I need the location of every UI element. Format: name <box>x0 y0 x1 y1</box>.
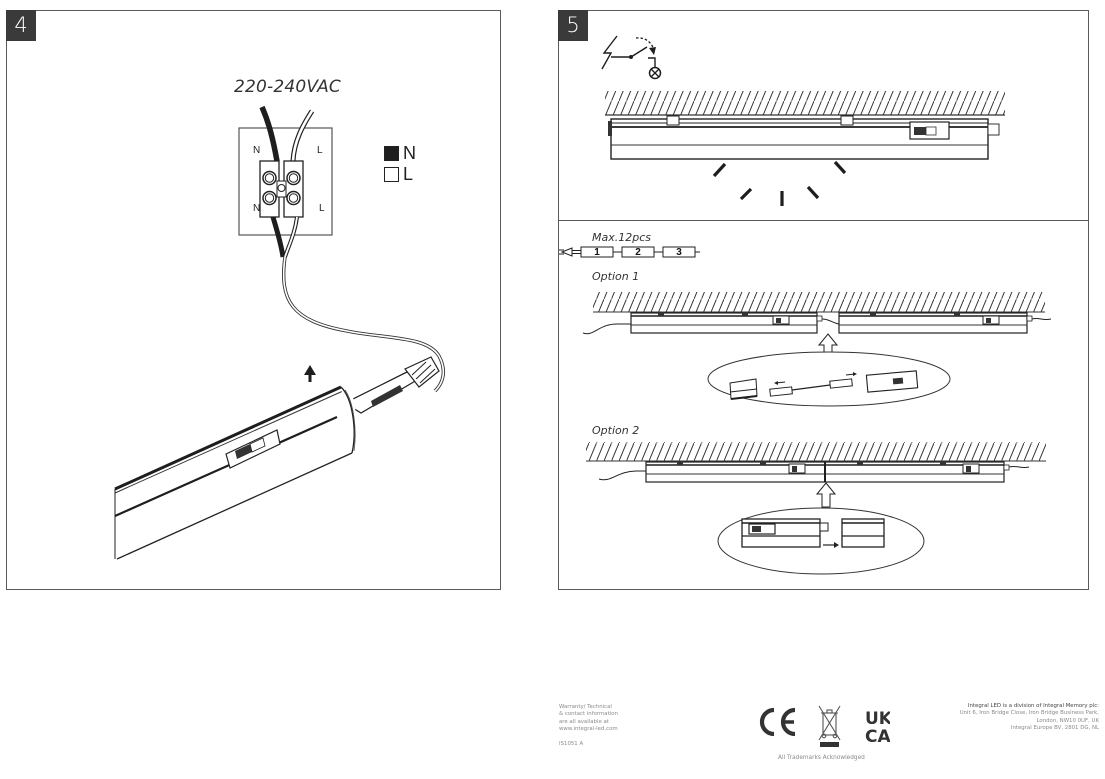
certification-marks: UK CA <box>759 705 890 747</box>
chain-unit-2: 2 <box>635 247 641 258</box>
ukca-line-2: CA <box>865 727 890 747</box>
switch-lamp-symbol <box>601 35 662 80</box>
max-units-label: Max.12pcs <box>592 231 651 244</box>
chain-unit-3: 3 <box>676 247 682 258</box>
option2-luminaires <box>598 461 1030 483</box>
step-number-badge: 5 <box>558 10 588 41</box>
connector-plug <box>343 356 440 414</box>
option1-luminaires <box>582 312 1052 335</box>
company-address: Integral LED is a division of Integral M… <box>960 703 1099 733</box>
wiring-illustration <box>114 105 446 560</box>
section-divider <box>559 220 1088 221</box>
option-2-label: Option 2 <box>592 424 640 437</box>
ceiling-hatch <box>605 91 1005 115</box>
terminal-label-bottom-right: L <box>319 203 325 214</box>
warranty-line: Warranty/ Technical <box>559 704 612 710</box>
step-number-badge: 4 <box>6 10 36 41</box>
legend-live-swatch <box>384 167 399 182</box>
light-rays <box>712 160 847 206</box>
document-code: IS1051 A <box>559 740 584 747</box>
warranty-line: & contact information <box>559 711 618 718</box>
company-line: London, NW10 0UF, UK <box>1036 717 1099 724</box>
voltage-label: 220-240VAC <box>234 77 342 97</box>
ce-mark-icon <box>759 707 796 737</box>
ceiling-hatch-option1 <box>593 292 1045 312</box>
option2-arrow <box>815 482 837 508</box>
neutral-wire-in <box>259 105 280 162</box>
weee-bin-icon <box>818 705 841 747</box>
step-5-panel: 5 <box>558 10 1089 590</box>
step-4-panel: 4 <box>6 10 501 590</box>
option-1-label: Option 1 <box>592 270 640 283</box>
installation-illustration <box>559 35 1052 575</box>
led-tube-angled <box>114 385 361 560</box>
terminal-block <box>259 160 304 218</box>
ukca-mark-icon: UK CA <box>865 709 890 747</box>
neutral-wire-out <box>270 216 286 258</box>
warranty-line: are all available at <box>559 718 609 725</box>
legend-neutral-label: N <box>403 143 416 163</box>
push-direction-arrow <box>304 365 316 382</box>
led-luminaire-front <box>608 115 1000 160</box>
chain-diagram <box>559 246 700 258</box>
chain-unit-1: 1 <box>594 247 600 258</box>
option2-direct-connect-detail <box>741 518 885 548</box>
option1-detail-callout <box>707 351 951 407</box>
company-line: Unit 6, Iron Bridge Close, Iron Bridge B… <box>959 710 1099 717</box>
ceiling-hatch-option2 <box>586 442 1046 461</box>
terminal-label-top-left: N <box>253 145 261 156</box>
trademarks-notice: All Trademarks Acknowledged <box>778 755 865 761</box>
ukca-line-1: UK <box>865 709 890 729</box>
legend-neutral-swatch <box>384 146 399 161</box>
warranty-info: Warranty/ Technical & contact informatio… <box>559 704 618 748</box>
company-line: Integral Europe BV, 2801 DG, NL <box>1010 725 1099 732</box>
legend-live-label: L <box>403 164 414 184</box>
terminal-label-bottom-left: N <box>253 203 261 214</box>
company-line: Integral LED is a division of Integral M… <box>967 703 1099 709</box>
terminal-label-top-right: L <box>317 145 323 156</box>
option1-connector-cable-detail <box>729 370 919 400</box>
warranty-link[interactable]: www.integral-led.com <box>559 726 618 733</box>
